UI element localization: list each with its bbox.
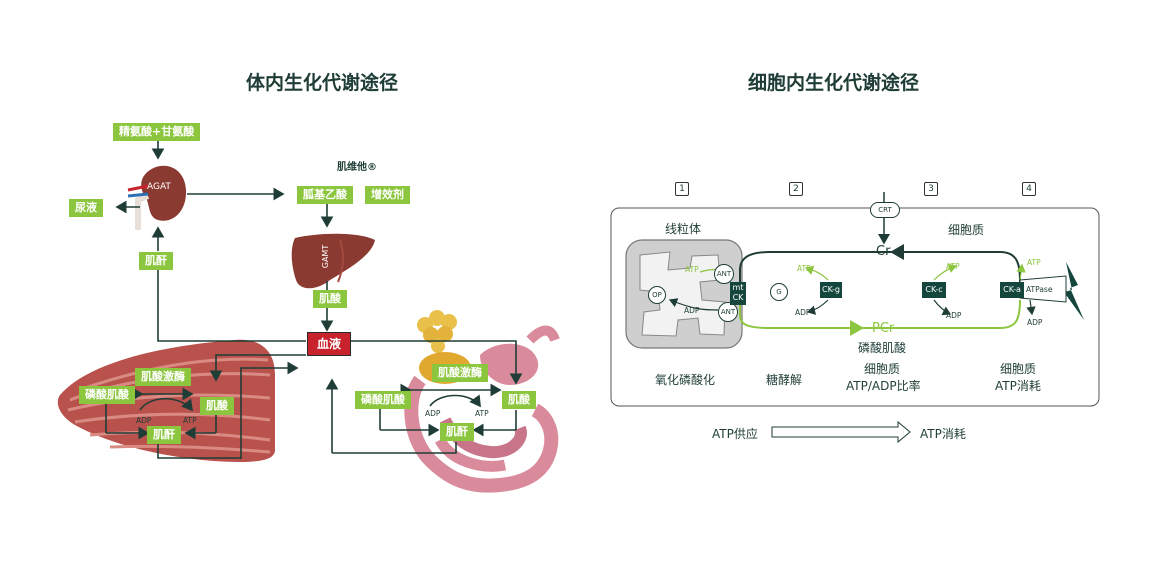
gut-atp: ATP — [475, 409, 489, 418]
right-flow-lines — [668, 192, 1036, 444]
pcr-cn-label: 磷酸肌酸 — [858, 341, 907, 355]
mito-label: 线粒体 — [665, 222, 702, 236]
muscle-atp: ATP — [183, 416, 197, 425]
mitochondrion-illustration — [625, 239, 743, 349]
crt-transporter: CRT — [870, 202, 900, 218]
muscle-ck-box: 肌酸激酶 — [135, 368, 191, 386]
liver-illustration — [291, 233, 375, 289]
arg-gly-box: 精氨酸+甘氨酸 — [113, 123, 201, 141]
cr-label: Cr — [876, 244, 891, 259]
consume-label: ATP消耗 — [920, 427, 966, 441]
caption-cyto-a: 细胞质 — [864, 362, 901, 376]
caption-cyto-b: 细胞质 — [1000, 362, 1037, 376]
gaa-box: 胍基乙酸 — [297, 186, 353, 204]
creatinine-top-box: 肌酐 — [139, 252, 173, 270]
muscle-cr-box: 肌酸 — [200, 397, 234, 415]
a-adp: ADP — [1027, 318, 1043, 327]
op-node: OP — [648, 286, 666, 304]
step-2: 2 — [789, 182, 803, 196]
booster-box: 增效剂 — [365, 186, 410, 204]
mtck-box: mt CK — [730, 282, 746, 305]
left-flow-arrows — [105, 141, 523, 459]
agat-label: AGAT — [147, 182, 171, 192]
a-atp: ATP — [1027, 258, 1041, 267]
creatine-liver-box: 肌酸 — [313, 290, 347, 308]
supply-label: ATP供应 — [712, 427, 758, 441]
ckc-box: CK-c — [922, 282, 946, 298]
lightning-icon — [1064, 262, 1084, 320]
cytoplasm-label: 细胞质 — [948, 223, 985, 237]
c-atp: ATP — [946, 262, 960, 271]
gut-cr-box: 肌酸 — [502, 391, 536, 409]
blood-box: 血液 — [307, 332, 351, 356]
right-title: 细胞内生化代谢途径 — [748, 72, 920, 94]
g-atp: ATP — [797, 264, 811, 273]
muscle-adp: ADP — [136, 416, 152, 425]
mito-adp: ADP — [684, 306, 700, 315]
gut-adp: ADP — [425, 409, 441, 418]
atpase-label: ATPase — [1026, 285, 1053, 294]
caption-consume: ATP消耗 — [995, 379, 1041, 393]
g-node: G — [770, 283, 788, 301]
ant-bottom: ANT — [718, 302, 738, 322]
cka-box: CK-a — [1000, 282, 1024, 298]
muscle-pcr-box: 磷酸肌酸 — [79, 386, 135, 404]
urine-box: 尿液 — [69, 199, 103, 217]
step-1: 1 — [675, 182, 689, 196]
cell-boundary — [610, 207, 1100, 407]
ckg-box: CK-g — [820, 282, 842, 298]
mito-atp: ATP — [685, 265, 699, 274]
pcr-label: PCr — [872, 321, 895, 336]
caption-oxphos: 氧化磷酸化 — [655, 373, 716, 387]
gut-pcr-box: 磷酸肌酸 — [355, 391, 411, 409]
brand-label: 肌维他® — [337, 162, 377, 173]
left-title: 体内生化代谢途径 — [246, 72, 399, 94]
ant-top: ANT — [714, 264, 734, 284]
step-4: 4 — [1022, 182, 1036, 196]
g-adp: ADP — [795, 308, 811, 317]
c-adp: ADP — [946, 311, 962, 320]
gut-ck-box: 肌酸激酶 — [432, 364, 488, 382]
muscle-crn-box: 肌酐 — [147, 426, 181, 444]
caption-glycolysis: 糖酵解 — [766, 373, 803, 387]
gamt-label: GAMT — [321, 244, 331, 269]
kidney-illustration — [127, 165, 187, 230]
caption-ratio: ATP/ADP比率 — [846, 379, 921, 393]
gut-crn-box: 肌酐 — [440, 423, 474, 441]
step-3: 3 — [924, 182, 938, 196]
